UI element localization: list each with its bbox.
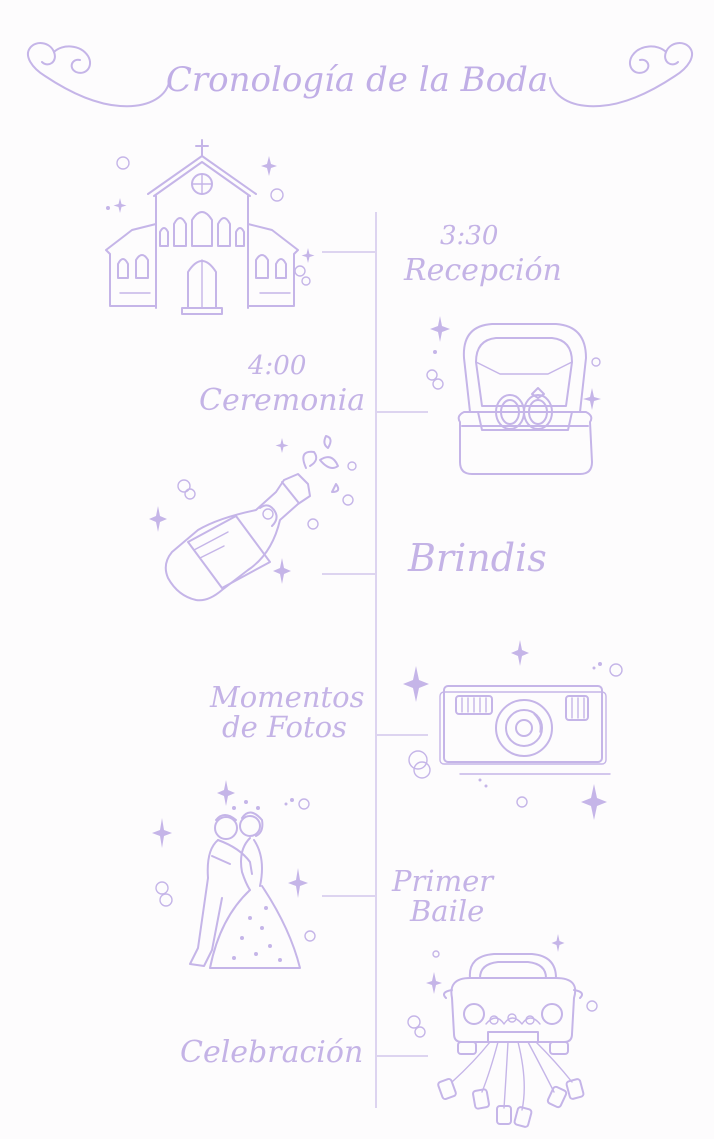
timeline-spine: [375, 212, 377, 1108]
page-title: Cronología de la Boda: [165, 60, 549, 100]
timeline-tick: [322, 251, 376, 253]
timeline-tick: [376, 411, 428, 413]
event-name: Celebración: [180, 1035, 364, 1070]
flourish-left-icon: [20, 36, 180, 116]
event-time: 3:30: [440, 221, 499, 251]
dancing-couple-icon: [152, 780, 320, 978]
event-time: 4:00: [248, 351, 307, 381]
event-name-line2: Baile: [410, 894, 485, 928]
timeline-tick: [376, 734, 428, 736]
event-name: Brindis: [408, 536, 547, 580]
flourish-right-icon: [540, 36, 700, 116]
event-name-line1: Primer: [392, 864, 494, 898]
timeline-tick: [322, 895, 376, 897]
church-icon: [100, 138, 315, 318]
timeline-tick: [322, 573, 376, 575]
timeline-tick: [376, 1055, 428, 1057]
event-name-line2: de Fotos: [222, 710, 347, 744]
wedding-car-icon: [404, 934, 604, 1132]
champagne-bottle-icon: [149, 430, 368, 610]
event-name: Recepción: [404, 253, 562, 288]
event-name: Ceremonia: [199, 383, 366, 418]
ring-box-icon: [420, 316, 601, 482]
event-name-line1: Momentos: [210, 680, 365, 714]
camera-icon: [403, 640, 630, 820]
